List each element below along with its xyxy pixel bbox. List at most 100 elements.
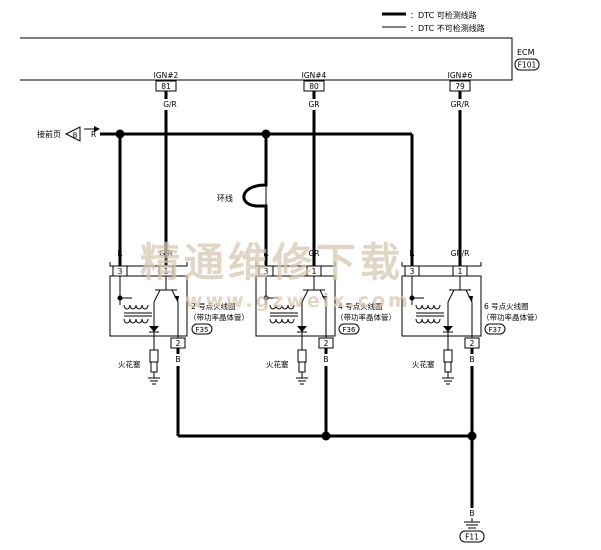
transistor-arrow — [468, 296, 473, 302]
coil-housing — [109, 275, 188, 337]
ecm-box: ECM F101 — [20, 37, 540, 81]
spark-plug-body — [444, 361, 452, 373]
spark-plug-body — [298, 361, 306, 373]
coil-connector-badge — [338, 323, 360, 335]
ecm-pin-number: 79 — [455, 82, 465, 91]
spark-plug-icon — [149, 349, 159, 363]
prev-page-marker: B — [73, 132, 78, 140]
transistor-collector — [301, 289, 309, 303]
ecm-label: ECM — [517, 48, 535, 57]
ecm-outline — [20, 37, 513, 81]
coil-wire-left: R — [263, 249, 268, 258]
ecm-pin-wire: GR/R — [451, 100, 470, 109]
main-ground: B F11 — [459, 509, 485, 543]
coil-wire-right: G/R — [159, 249, 173, 258]
prev-page-text: 接前页 — [37, 129, 61, 139]
legend-thin-label: ：DTC 不可检测线路 — [410, 23, 485, 33]
coil-housing — [255, 275, 336, 337]
coil-subtitle: （带功率晶体管） — [336, 312, 396, 322]
coil-title: 6 号点火线圈 — [484, 301, 529, 311]
ecm-pin-wire: GR — [308, 100, 319, 109]
pin-left: 3 — [118, 267, 123, 276]
coil-connector: F35 — [196, 326, 209, 334]
transistor-collector — [447, 289, 455, 303]
coil-bottom-wire: B — [175, 355, 180, 364]
watermark-cn: 精通维修下载 — [140, 239, 404, 286]
legend-thick-label: ：DTC 可检测线路 — [410, 10, 477, 20]
pin-bottom: 2 — [324, 339, 329, 348]
coil-title: 4 号点火线圈 — [338, 301, 383, 311]
coil-bottom-wire: B — [323, 355, 328, 364]
junction-dot — [321, 431, 331, 441]
spark-plug-icon — [297, 349, 307, 363]
pin-left: 3 — [410, 267, 415, 276]
transistor-arrow — [322, 296, 327, 302]
spark-plug-label: 火花塞 — [412, 359, 435, 369]
ecm-pin-name: IGN#2 — [154, 71, 179, 80]
coil-wire-left: R — [117, 249, 122, 258]
coil-housing — [401, 275, 482, 337]
junction-dot — [115, 129, 125, 139]
pin-right: 1 — [312, 267, 317, 276]
coil-winding — [123, 304, 149, 310]
spark-plug-label: 火花塞 — [118, 359, 141, 369]
coil-bottom-wire: B — [469, 355, 474, 364]
connector-bracket — [255, 262, 336, 267]
coil-wire-right: GR/R — [451, 249, 470, 258]
pin-left: 3 — [264, 267, 269, 276]
ground-connector: F11 — [465, 533, 479, 542]
watermark-url: www.gzweix.com — [185, 290, 411, 312]
junction-dot — [467, 431, 477, 441]
transistor-arrow — [174, 296, 179, 302]
ecm-pin-name: IGN#6 — [448, 71, 473, 80]
pin-bottom: 2 — [176, 339, 181, 348]
coil-winding — [123, 318, 149, 324]
coil-6: R GR/R 3 1 6 号点火线圈 （带功率晶体管） F37 2 B — [401, 249, 542, 385]
diode-icon — [149, 326, 159, 332]
loop-wire — [242, 134, 268, 266]
coil-connector: F37 — [489, 326, 502, 334]
connector-bracket — [109, 262, 188, 267]
spark-plug-icon — [443, 349, 453, 363]
coil-subtitle: （带功率晶体管） — [482, 312, 542, 322]
coil-winding — [269, 318, 295, 324]
ecm-pin-wire: G/R — [163, 100, 177, 109]
coil-title: 2 号点火线圈 — [191, 301, 236, 311]
diode-icon — [297, 326, 307, 332]
ground-wire-color: B — [469, 509, 474, 518]
spark-plug-body — [150, 361, 158, 373]
ecm-connector-badge — [514, 58, 540, 71]
coil-4: R GR 3 1 4 号点火线圈 （带功率晶体管） F36 2 B — [255, 249, 396, 385]
ecm-connector: F101 — [518, 61, 537, 70]
coil-subtitle: （带功率晶体管） — [189, 312, 249, 322]
pin-right: 1 — [458, 267, 463, 276]
diode-icon — [443, 326, 453, 332]
ecm-pin-ign4: IGN#4 80 GR — [302, 71, 327, 109]
ecm-pin-name: IGN#4 — [302, 71, 327, 80]
coil-connector-badge — [191, 323, 213, 335]
connector-bracket — [401, 262, 482, 267]
coil-connector-badge — [484, 323, 506, 335]
prev-page-wire: R — [91, 130, 96, 139]
arrow-head — [94, 126, 100, 132]
coil-wire-left: R — [409, 249, 414, 258]
ecm-pin-number: 80 — [309, 82, 319, 91]
ecm-pin-number: 81 — [161, 82, 171, 91]
ecm-pin-ign6: IGN#6 79 GR/R — [448, 71, 473, 109]
ecm-pin-ign2: IGN#2 81 G/R — [154, 71, 179, 109]
coil-winding — [269, 304, 295, 310]
coil-2: R G/R 3 1 2 号点火线圈 （带功率晶体管） F35 2 B — [109, 249, 249, 385]
prev-page-connector: 接前页 B R — [37, 126, 100, 142]
coil-connector: F36 — [343, 326, 356, 334]
spark-plug-label: 火花塞 — [266, 359, 289, 369]
loop-label: 环线 — [217, 193, 233, 203]
coil-wire-right: GR — [308, 249, 319, 258]
pin-right: 1 — [164, 267, 169, 276]
coil-winding — [415, 318, 441, 324]
junction-dot — [261, 129, 271, 139]
pin-bottom: 2 — [470, 339, 475, 348]
prev-page-triangle — [64, 126, 81, 142]
transistor-collector — [153, 289, 161, 303]
